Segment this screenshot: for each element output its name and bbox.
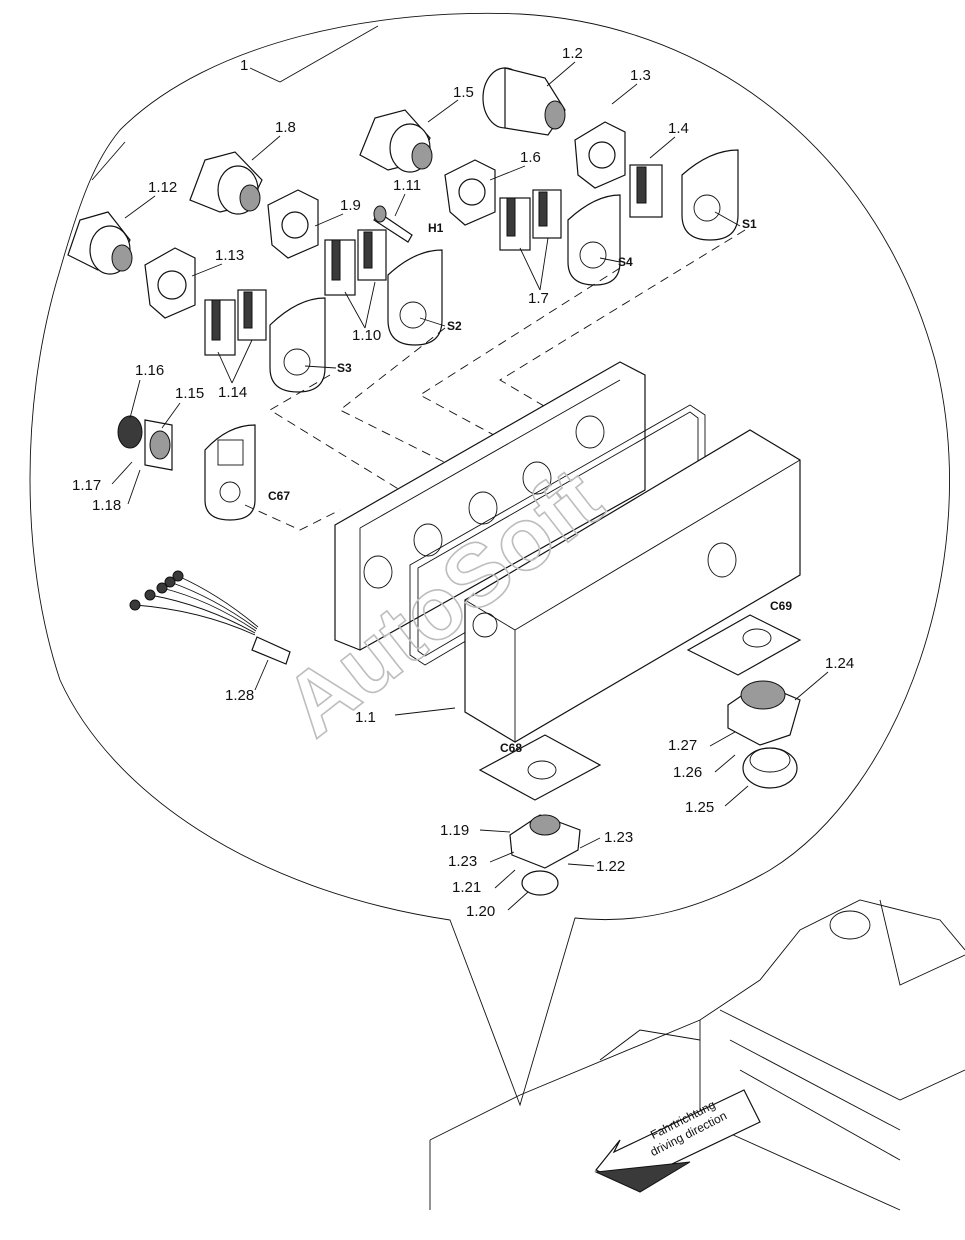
label-1-20: 1.20 bbox=[466, 903, 495, 920]
holder-1-6 bbox=[444, 159, 496, 226]
label-1-26: 1.26 bbox=[673, 764, 702, 781]
label-1-13: 1.13 bbox=[215, 247, 244, 264]
code-c67: C67 bbox=[268, 489, 290, 503]
part-labels: 1 1.2 1.3 1.5 1.8 1.4 1.6 1.12 1.11 1.9 … bbox=[72, 45, 854, 920]
detail-circle bbox=[29, 12, 950, 1107]
rear-box-1-1 bbox=[464, 429, 801, 743]
label-1-7: 1.7 bbox=[528, 290, 549, 307]
contact-block-1-7 bbox=[499, 189, 562, 251]
label-1-10: 1.10 bbox=[352, 327, 381, 344]
label-1-12: 1.12 bbox=[148, 179, 177, 196]
indicator-lamp-1-11 bbox=[373, 205, 413, 243]
label-1-23-right: 1.23 bbox=[604, 829, 633, 846]
label-1-21: 1.21 bbox=[452, 879, 481, 896]
code-h1: H1 bbox=[428, 221, 444, 235]
mushroom-button-1-2 bbox=[482, 67, 566, 136]
label-1-27: 1.27 bbox=[668, 737, 697, 754]
label-1-4: 1.4 bbox=[668, 120, 689, 137]
contact-block-1-4 bbox=[629, 164, 663, 218]
label-1: 1 bbox=[240, 57, 248, 74]
plate-c68 bbox=[478, 734, 602, 801]
label-1-18: 1.18 bbox=[92, 497, 121, 514]
selector-knob-1-8 bbox=[189, 151, 263, 215]
label-1-9: 1.9 bbox=[340, 197, 361, 214]
label-plate-s2 bbox=[387, 249, 443, 346]
machine-outline bbox=[429, 899, 965, 1211]
contact-block-1-14 bbox=[204, 289, 267, 356]
round-connector-1-15 bbox=[117, 415, 173, 471]
code-s4: S4 bbox=[618, 255, 633, 269]
label-1-14: 1.14 bbox=[218, 384, 247, 401]
selector-knob-1-5 bbox=[359, 109, 433, 173]
label-plate-s1 bbox=[681, 149, 739, 241]
contact-block-1-10 bbox=[324, 229, 387, 296]
code-s2: S2 bbox=[447, 319, 462, 333]
label-1-5: 1.5 bbox=[453, 84, 474, 101]
connector-1-24 bbox=[727, 680, 801, 789]
label-1-11: 1.11 bbox=[393, 177, 421, 194]
leader-lines bbox=[111, 61, 829, 911]
label-1-24: 1.24 bbox=[825, 655, 854, 672]
code-s3: S3 bbox=[337, 361, 352, 375]
label-1-3: 1.3 bbox=[630, 67, 651, 84]
label-1-8: 1.8 bbox=[275, 119, 296, 136]
holder-1-13 bbox=[144, 247, 196, 319]
connector-1-19 bbox=[509, 814, 581, 896]
code-c68: C68 bbox=[500, 741, 522, 755]
holder-1-3 bbox=[574, 121, 626, 189]
plate-c69 bbox=[686, 614, 802, 676]
label-1-28: 1.28 bbox=[225, 687, 254, 704]
label-1-15: 1.15 bbox=[175, 385, 204, 402]
cable-harness-1-28 bbox=[129, 570, 291, 665]
front-panel bbox=[334, 361, 646, 651]
label-plate-s4 bbox=[567, 194, 621, 286]
label-1-23-left: 1.23 bbox=[448, 853, 477, 870]
holder-1-9 bbox=[267, 189, 319, 259]
label-1-16: 1.16 bbox=[135, 362, 164, 379]
label-1-6: 1.6 bbox=[520, 149, 541, 166]
code-c69: C69 bbox=[770, 599, 792, 613]
driving-direction-arrow bbox=[594, 1089, 761, 1193]
label-1-1: 1.1 bbox=[355, 709, 376, 726]
code-s1: S1 bbox=[742, 217, 757, 231]
assembly-guides bbox=[244, 229, 746, 531]
label-1-25: 1.25 bbox=[685, 799, 714, 816]
label-1-2: 1.2 bbox=[562, 45, 583, 62]
label-plate-c67 bbox=[204, 424, 256, 521]
selector-knob-1-12 bbox=[67, 211, 133, 275]
label-1-19: 1.19 bbox=[440, 822, 469, 839]
label-plate-s3 bbox=[269, 297, 326, 393]
label-1-22: 1.22 bbox=[596, 858, 625, 875]
label-1-17: 1.17 bbox=[72, 477, 101, 494]
